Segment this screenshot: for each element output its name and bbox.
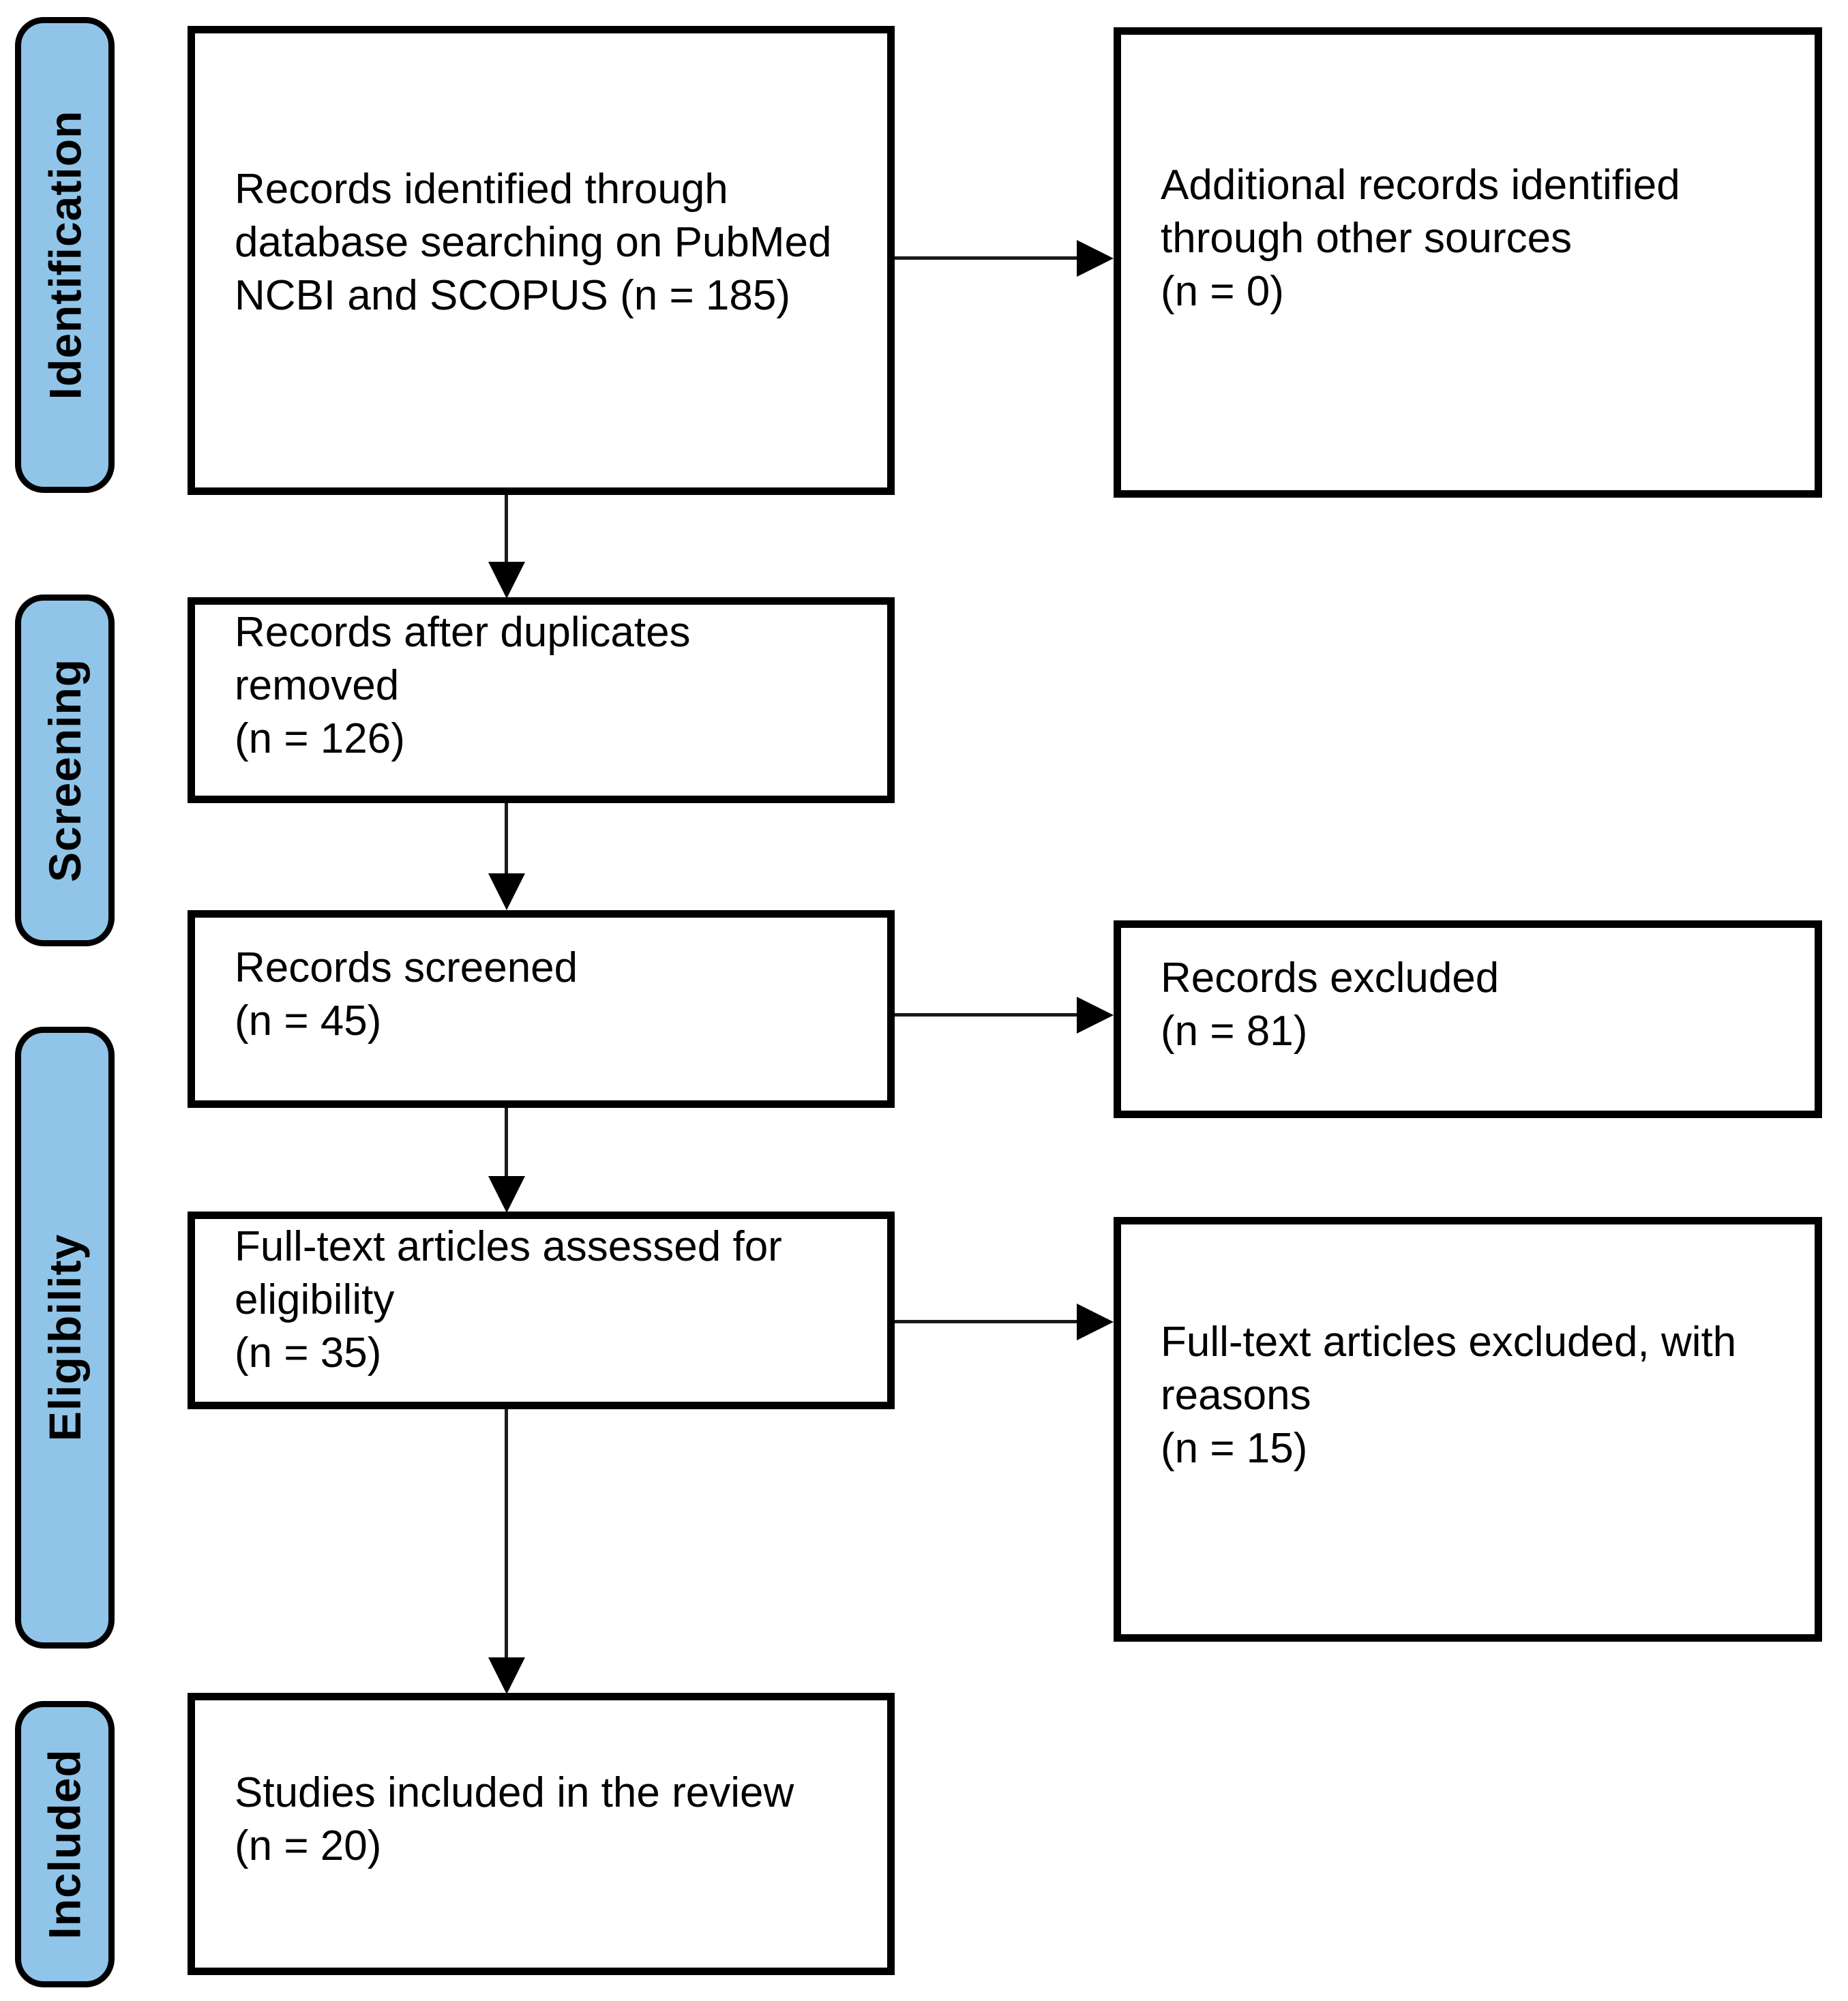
arrowhead-right-icon bbox=[1077, 997, 1114, 1034]
flow-box-records-identified: Records identified through database sear… bbox=[188, 26, 895, 495]
flow-box-studies-included: Studies included in the review (n = 20) bbox=[188, 1693, 895, 1975]
box-text-line: Additional records identified bbox=[1161, 162, 1680, 209]
flow-box-records-excluded: Records excluded (n = 81) bbox=[1114, 920, 1822, 1118]
box-text-line: removed bbox=[235, 662, 400, 709]
box-text-line: (n = 15) bbox=[1161, 1424, 1308, 1472]
stage-pill-eligibility: Eligibility bbox=[15, 1027, 115, 1649]
box-text-line: (n = 20) bbox=[235, 1822, 382, 1869]
arrowhead-down-icon bbox=[488, 1176, 525, 1213]
stage-label-included: Included bbox=[40, 1749, 91, 1940]
box-text-line: reasons bbox=[1161, 1371, 1311, 1419]
box-text-line: Records excluded bbox=[1161, 954, 1500, 1002]
box-text-line: Full-text articles assessed for bbox=[235, 1223, 782, 1270]
arrow-line bbox=[505, 803, 508, 873]
box-text-line: Records screened bbox=[235, 944, 578, 991]
arrowhead-right-icon bbox=[1077, 240, 1114, 277]
stage-pill-screening: Screening bbox=[15, 595, 115, 946]
stage-pill-included: Included bbox=[15, 1701, 115, 1987]
box-text-line: database searching on PubMed bbox=[235, 219, 832, 266]
flow-box-fulltext-excluded: Full-text articles excluded, with reason… bbox=[1114, 1217, 1822, 1642]
box-text-line: Studies included in the review bbox=[235, 1769, 794, 1816]
flow-box-duplicates-removed: Records after duplicates removed (n = 12… bbox=[188, 597, 895, 803]
arrowhead-down-icon bbox=[488, 873, 525, 910]
stage-label-identification: Identification bbox=[40, 110, 91, 400]
flow-box-additional-records: Additional records identified through ot… bbox=[1114, 27, 1822, 498]
arrowhead-down-icon bbox=[488, 562, 525, 599]
box-text-line: Records after duplicates bbox=[235, 609, 691, 656]
stage-label-eligibility: Eligibility bbox=[40, 1233, 91, 1442]
box-text-line: Records identified through bbox=[235, 166, 728, 213]
arrow-line bbox=[895, 256, 1077, 260]
stage-label-screening: Screening bbox=[40, 658, 91, 883]
arrow-line bbox=[505, 1409, 508, 1657]
flow-box-fulltext-assessed: Full-text articles assessed for eligibil… bbox=[188, 1212, 895, 1409]
box-text-line: through other sources bbox=[1161, 215, 1573, 262]
box-text-line: (n = 81) bbox=[1161, 1008, 1308, 1055]
arrowhead-down-icon bbox=[488, 1657, 525, 1694]
stage-pill-identification: Identification bbox=[15, 17, 115, 493]
arrow-line bbox=[895, 1013, 1077, 1017]
box-text-line: Full-text articles excluded, with bbox=[1161, 1318, 1737, 1366]
box-text-line: (n = 35) bbox=[235, 1329, 382, 1376]
box-text-line: (n = 0) bbox=[1161, 268, 1284, 315]
box-text-line: (n = 126) bbox=[235, 715, 405, 762]
box-text-line: (n = 45) bbox=[235, 997, 382, 1044]
arrow-line bbox=[895, 1320, 1077, 1323]
flow-box-records-screened: Records screened (n = 45) bbox=[188, 910, 895, 1108]
arrowhead-right-icon bbox=[1077, 1304, 1114, 1340]
box-text-line: NCBI and SCOPUS (n = 185) bbox=[235, 272, 790, 319]
box-text-line: eligibility bbox=[235, 1276, 395, 1323]
arrow-line bbox=[505, 1108, 508, 1176]
arrow-line bbox=[505, 495, 508, 562]
